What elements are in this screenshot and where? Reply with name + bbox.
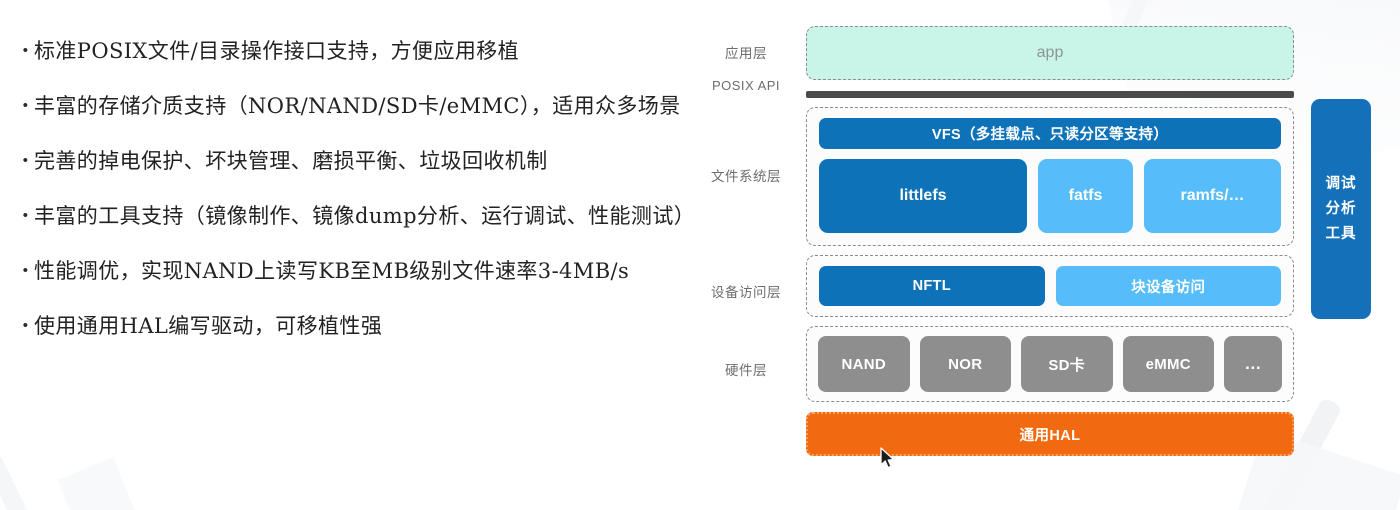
feature-bullet-list: • 标准POSIX文件/目录操作接口支持，方便应用移植 • 丰富的存储介质支持（… (0, 34, 700, 364)
hardware-box-sd-card[interactable]: SD卡 (1021, 336, 1113, 392)
filesystem-layer-container: VFS（多挂载点、只读分区等支持） littlefs fatfs ramfs/… (806, 107, 1294, 246)
list-item: • 丰富的工具支持（镜像制作、镜像dump分析、运行调试、性能测试） (0, 199, 700, 233)
list-item-label: 丰富的工具支持（镜像制作、镜像dump分析、运行调试、性能测试） (34, 204, 696, 228)
list-item-label: 使用通用HAL编写驱动，可移植性强 (34, 314, 383, 338)
list-item-label: 丰富的存储介质支持（NOR/NAND/SD卡/eMMC），适用众多场景 (34, 94, 681, 118)
filesystem-label: littlefs (899, 187, 947, 204)
list-item: • 标准POSIX文件/目录操作接口支持，方便应用移植 (0, 34, 700, 68)
hardware-box-more[interactable]: … (1224, 336, 1282, 392)
layer-label-column: 应用层 POSIX API 文件系统层 设备访问层 硬件层 (694, 0, 798, 510)
layer-label-device-access: 设备访问层 (711, 285, 781, 300)
architecture-diagram: app VFS（多挂载点、只读分区等支持） littlefs fatfs ram… (806, 26, 1294, 456)
layer-label-posix-api: POSIX API (711, 78, 781, 93)
vfs-box[interactable]: VFS（多挂载点、只读分区等支持） (819, 118, 1281, 149)
hardware-box-nand[interactable]: NAND (818, 336, 910, 392)
hardware-label: NAND (841, 355, 887, 373)
universal-hal-bar[interactable]: 通用HAL (806, 412, 1294, 456)
layer-label-filesystem: 文件系统层 (711, 169, 781, 184)
device-access-layer-container: NFTL 块设备访问 (806, 255, 1294, 317)
list-item: • 使用通用HAL编写驱动，可移植性强 (0, 309, 700, 343)
device-access-label: 块设备访问 (1131, 279, 1206, 296)
hardware-label: … (1244, 354, 1262, 373)
list-item: • 完善的掉电保护、坏块管理、磨损平衡、垃圾回收机制 (0, 144, 700, 178)
device-access-box-nftl[interactable]: NFTL (819, 266, 1045, 306)
bullet-marker-icon: • (22, 262, 28, 279)
bullet-marker-icon: • (22, 207, 28, 224)
filesystem-row: littlefs fatfs ramfs/… (819, 159, 1281, 233)
device-access-label: NFTL (912, 278, 951, 294)
hardware-row: NAND NOR SD卡 eMMC … (818, 336, 1282, 392)
list-item: • 性能调优，实现NAND上读写KB至MB级别文件速率3-4MB/s (0, 254, 700, 288)
list-item-label: 性能调优，实现NAND上读写KB至MB级别文件速率3-4MB/s (34, 259, 630, 283)
background-stripe (0, 452, 52, 510)
filesystem-label: ramfs/… (1180, 187, 1245, 204)
filesystem-box-fatfs[interactable]: fatfs (1038, 159, 1133, 233)
filesystem-box-ramfs[interactable]: ramfs/… (1144, 159, 1281, 233)
hardware-label: NOR (948, 355, 983, 373)
hardware-box-nor[interactable]: NOR (919, 336, 1011, 392)
hardware-label: eMMC (1145, 355, 1191, 373)
posix-api-separator-bar (806, 91, 1294, 98)
debug-analysis-tools-bar[interactable]: 调试 分析 工具 (1311, 99, 1371, 319)
app-layer-label: app (1036, 44, 1064, 61)
hardware-layer-container: NAND NOR SD卡 eMMC … (806, 326, 1294, 402)
layer-label-hardware: 硬件层 (725, 363, 767, 378)
app-layer-box: app (806, 26, 1294, 80)
hardware-label: SD卡 (1048, 356, 1086, 374)
bullet-marker-icon: • (22, 42, 28, 59)
list-item-label: 完善的掉电保护、坏块管理、磨损平衡、垃圾回收机制 (34, 149, 548, 173)
filesystem-box-littlefs[interactable]: littlefs (819, 159, 1027, 233)
device-access-row: NFTL 块设备访问 (819, 266, 1281, 306)
universal-hal-label: 通用HAL (1019, 427, 1081, 444)
list-item: • 丰富的存储介质支持（NOR/NAND/SD卡/eMMC），适用众多场景 (0, 89, 700, 123)
tools-bar-line-2: 分析 (1325, 200, 1357, 217)
bullet-marker-icon: • (22, 97, 28, 114)
hardware-box-emmc[interactable]: eMMC (1122, 336, 1214, 392)
background-stripe (57, 457, 159, 510)
tools-bar-line-3: 工具 (1325, 225, 1357, 242)
vfs-label: VFS（多挂载点、只读分区等支持） (931, 127, 1169, 143)
device-access-box-block-device[interactable]: 块设备访问 (1055, 266, 1281, 306)
bullet-marker-icon: • (22, 317, 28, 334)
list-item-label: 标准POSIX文件/目录操作接口支持，方便应用移植 (34, 39, 520, 63)
bullet-marker-icon: • (22, 152, 28, 169)
filesystem-label: fatfs (1068, 187, 1103, 204)
tools-bar-line-1: 调试 (1325, 175, 1357, 192)
layer-label-application: 应用层 (725, 46, 767, 61)
